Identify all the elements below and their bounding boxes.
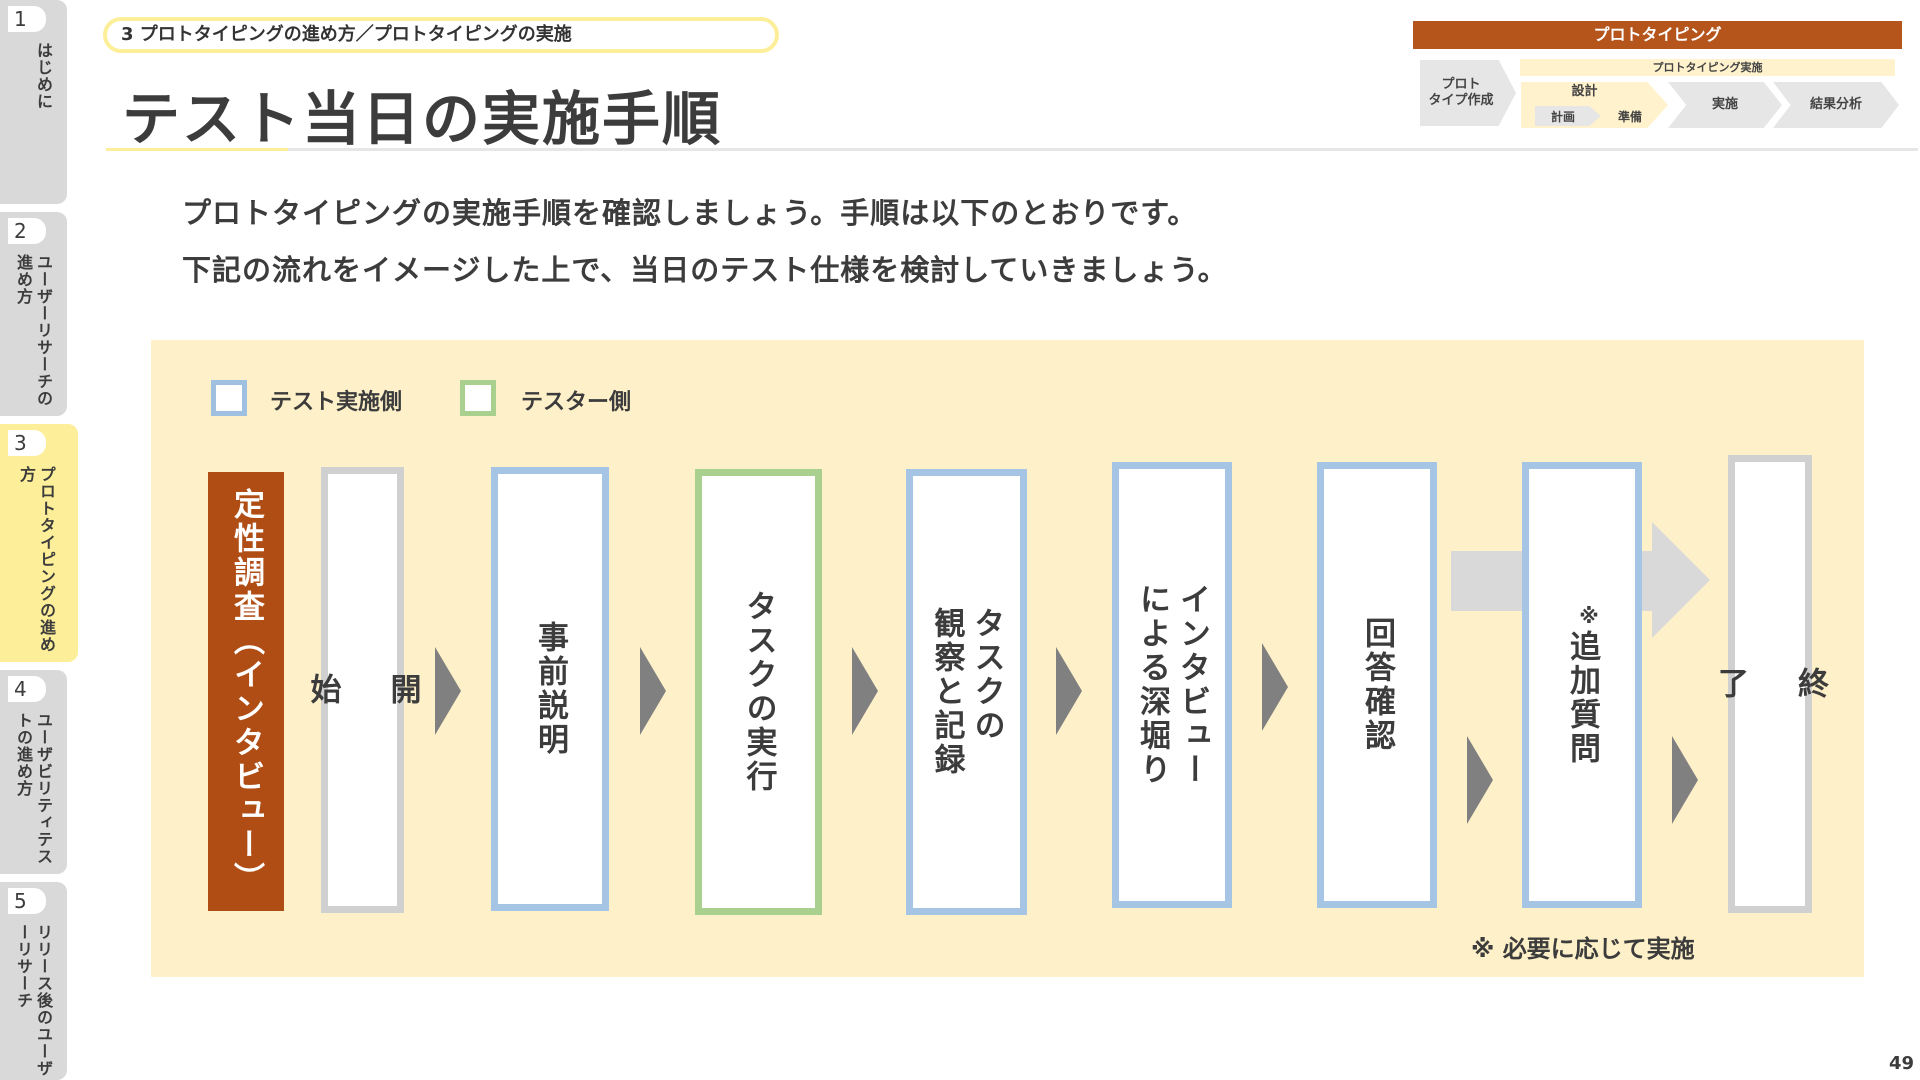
process-step-label: 結果分析 bbox=[1809, 97, 1862, 112]
title-divider bbox=[106, 148, 1918, 151]
flow-arrow bbox=[1056, 647, 1082, 735]
design-substep-prepare: 準備 bbox=[1596, 106, 1658, 126]
process-step-label: 設計 bbox=[1571, 84, 1598, 99]
flow-arrow bbox=[1262, 643, 1288, 731]
flow-step-answer-check: 回答確認 bbox=[1317, 462, 1437, 908]
flow-step-end: 終 了 bbox=[1712, 455, 1828, 913]
flow-category: 定性調査（インタビュー） bbox=[208, 472, 284, 911]
process-bar: プロトタイピング bbox=[1413, 21, 1902, 49]
intro-line-2: 下記の流れをイメージした上で、当日のテスト仕様を検討していきましょう。 bbox=[182, 253, 1228, 287]
sidebar-tab-5[interactable]: 5 リリース後のユーザーリサーチ bbox=[0, 882, 67, 1080]
flow-step-pre-explanation: 事前説明 bbox=[491, 467, 609, 911]
design-substep-label: 計画 bbox=[1550, 109, 1575, 124]
process-step-label: 実施 bbox=[1711, 97, 1738, 112]
flow-step-label: インタビュー による深堀り bbox=[1134, 583, 1210, 787]
breadcrumb: 3 プロトタイピングの進め方／プロトタイピングの実施 bbox=[103, 17, 779, 53]
sidebar-tab-number: 5 bbox=[8, 888, 46, 914]
legend-implementer-label: テスト実施側 bbox=[270, 390, 403, 415]
sidebar-tab-number: 4 bbox=[8, 676, 46, 702]
sidebar-tab-number: 2 bbox=[8, 218, 46, 244]
sidebar-tab-label: ユーザーリサーチの進め方 bbox=[14, 254, 53, 407]
page-number: 49 bbox=[1888, 1053, 1914, 1074]
process-step-prototype: プロト タイプ作成 bbox=[1420, 60, 1516, 126]
sidebar-tab-number: 3 bbox=[8, 430, 46, 456]
page-title: テスト当日の実施手順 bbox=[122, 85, 723, 153]
legend-tester-swatch bbox=[460, 380, 496, 416]
flow-step-task-execution: タスクの実行 bbox=[695, 469, 822, 915]
design-substep-label: 準備 bbox=[1617, 109, 1642, 124]
legend-implementer-swatch bbox=[211, 380, 247, 416]
flow-step-label: 追加質問 bbox=[1564, 630, 1600, 766]
flow-step-label: 回答確認 bbox=[1359, 617, 1395, 753]
legend-tester-label: テスター側 bbox=[521, 390, 632, 415]
sidebar-tab-label: リリース後のユーザーリサーチ bbox=[14, 924, 53, 1077]
process-sub-label: プロトタイピング実施 bbox=[1520, 59, 1895, 76]
optional-note: ※ 必要に応じて実施 bbox=[1471, 935, 1695, 963]
process-step-analysis: 結果分析 bbox=[1773, 82, 1899, 128]
flow-arrow bbox=[435, 647, 461, 735]
sidebar-tab-number: 1 bbox=[8, 6, 46, 32]
flow-step-label: タスクの実行 bbox=[740, 590, 777, 794]
sidebar-tab-4[interactable]: 4 ユーザビリティテストの進め方 bbox=[0, 670, 67, 874]
process-step-label: プロト タイプ作成 bbox=[1428, 77, 1494, 108]
flow-step-content: ※ 追加質問 bbox=[1562, 604, 1602, 766]
sidebar-tab-3[interactable]: 3 プロトタイピングの進め方 bbox=[0, 424, 78, 662]
optional-mark: ※ bbox=[1579, 604, 1599, 628]
flow-arrow bbox=[1467, 736, 1493, 824]
flow-step-label: 開 始 bbox=[304, 673, 421, 707]
design-substep-plan: 計画 bbox=[1535, 106, 1601, 126]
sidebar-tab-label: はじめに bbox=[34, 42, 53, 110]
sidebar-tab-label: プロトタイピングの進め方 bbox=[17, 466, 56, 653]
flow-step-label: 事前説明 bbox=[532, 621, 568, 757]
flow-step-additional-question: ※ 追加質問 bbox=[1522, 462, 1642, 908]
flow-step-start: 開 始 bbox=[305, 467, 421, 913]
title-divider-accent bbox=[106, 148, 288, 151]
skip-arrow-head bbox=[1652, 522, 1710, 638]
flow-arrow bbox=[852, 647, 878, 735]
sidebar-tab-label: ユーザビリティテストの進め方 bbox=[14, 712, 53, 865]
flow-category-label: 定性調査（インタビュー） bbox=[228, 487, 264, 896]
intro-line-1: プロトタイピングの実施手順を確認しましょう。手順は以下のとおりです。 bbox=[182, 196, 1198, 230]
flow-arrow bbox=[640, 647, 666, 735]
flow-arrow bbox=[1672, 736, 1698, 824]
sidebar-tab-2[interactable]: 2 ユーザーリサーチの進め方 bbox=[0, 212, 67, 416]
flow-step-label: タスクの 観察と記録 bbox=[928, 607, 1005, 777]
flow-step-label: 終 了 bbox=[1712, 667, 1828, 701]
sidebar-tab-1[interactable]: 1 はじめに bbox=[0, 0, 67, 204]
flow-step-interview-deepdive: インタビュー による深堀り bbox=[1112, 462, 1232, 908]
process-step-execute: 実施 bbox=[1668, 82, 1782, 128]
flow-step-observe-record: タスクの 観察と記録 bbox=[906, 469, 1027, 915]
